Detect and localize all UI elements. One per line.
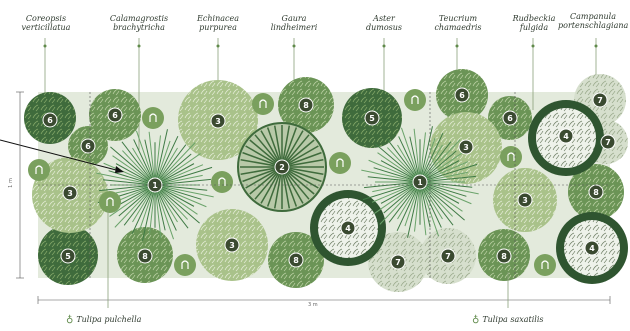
plant-number-badge: 1 <box>412 174 428 190</box>
plant-number-badge: 7 <box>592 92 608 108</box>
plant-number-badge: 7 <box>390 254 406 270</box>
plant-number-badge: 8 <box>288 252 304 268</box>
plant-number-badge: 3 <box>62 185 78 201</box>
plant-number-badge: 4 <box>340 220 356 236</box>
svg-text:6: 6 <box>85 142 91 151</box>
label-leader-dots <box>43 44 598 48</box>
tulip-icon: ♁ <box>472 314 480 325</box>
tulip-marker <box>174 254 196 276</box>
plant-number-badge: 3 <box>458 139 474 155</box>
tulip-marker <box>252 93 274 115</box>
svg-text:7: 7 <box>597 96 603 105</box>
plant-number-badge: 8 <box>298 97 314 113</box>
svg-text:3: 3 <box>67 189 73 198</box>
bulb-label-tulipa-pulchella: ♁ Tulipa pulchella <box>66 314 142 325</box>
svg-text:8: 8 <box>501 252 507 261</box>
svg-text:7: 7 <box>605 138 611 147</box>
plant-number-badge: 6 <box>80 138 96 154</box>
plant-number-badge: 8 <box>137 248 153 264</box>
svg-text:6: 6 <box>459 91 465 100</box>
tulip-marker <box>28 159 50 181</box>
plant-number-badge: 3 <box>224 237 240 253</box>
plant-number-badge: 3 <box>517 192 533 208</box>
tulip-marker <box>500 146 522 168</box>
svg-text:6: 6 <box>47 116 53 125</box>
grid-guide-lines <box>38 92 610 278</box>
tulip-icon: ♁ <box>66 314 74 325</box>
plant-label-echinacea: Echinacea purpurea <box>197 14 239 32</box>
svg-text:4: 4 <box>589 244 595 253</box>
svg-text:3: 3 <box>229 241 235 250</box>
tulip-marker <box>404 89 426 111</box>
svg-text:6: 6 <box>507 114 513 123</box>
plant-label-teucrium: Teucrium chamaedris <box>434 14 482 32</box>
svg-text:8: 8 <box>142 252 148 261</box>
svg-text:3: 3 <box>522 196 528 205</box>
svg-text:4: 4 <box>345 224 351 233</box>
tulip-markers <box>28 89 556 276</box>
plant-number-badges: 6 6 6 3 8 5 6 6 7 7 4 3 3 1 2 1 3 8 5 8 3 8 4 7 7 8 4 <box>42 87 616 270</box>
plant-number-badge: 7 <box>600 134 616 150</box>
plant-label-calamagrostis: Calamagrostis brachytricha <box>109 14 169 32</box>
plant-number-badge: 8 <box>588 184 604 200</box>
plant-number-badge: 4 <box>584 240 600 256</box>
svg-text:7: 7 <box>395 258 401 267</box>
svg-text:8: 8 <box>293 256 299 265</box>
plant-label-aster: Aster dumosus <box>365 14 403 32</box>
svg-text:8: 8 <box>593 188 599 197</box>
svg-text:8: 8 <box>303 101 309 110</box>
tulip-marker <box>142 107 164 129</box>
svg-text:1: 1 <box>152 181 158 190</box>
plant-number-badge: 5 <box>60 248 76 264</box>
svg-text:5: 5 <box>369 114 375 123</box>
plant-number-badge: 2 <box>274 159 290 175</box>
plant-label-gaura: Gaura lindheimeri <box>270 14 318 32</box>
svg-text:3: 3 <box>215 117 221 126</box>
tulip-marker <box>534 254 556 276</box>
plant-clump-calamagrostis <box>96 126 479 241</box>
bulb-label-tulipa-saxatilis: ♁ Tulipa saxatilis <box>472 314 544 325</box>
plant-number-badge: 7 <box>440 248 456 264</box>
plant-label-coreopsis: Coreopsis verticillatua <box>21 14 71 32</box>
svg-text:5: 5 <box>65 252 71 261</box>
plant-number-badge: 3 <box>210 113 226 129</box>
svg-text:6: 6 <box>112 111 118 120</box>
svg-text:2: 2 <box>279 163 285 172</box>
tulip-marker <box>329 152 351 174</box>
plant-number-badge: 4 <box>558 128 574 144</box>
height-dimension-label: 1 m <box>7 178 14 188</box>
width-dimension-line <box>37 296 611 304</box>
plant-label-rudbeckia: Rudbeckia fulgida <box>512 14 556 32</box>
bulb-leader-lines <box>107 210 509 308</box>
plant-label-campanula: Campanula portenschlagiana <box>558 12 629 30</box>
svg-text:3: 3 <box>463 143 469 152</box>
plant-number-badge: 8 <box>496 248 512 264</box>
svg-text:1: 1 <box>417 178 423 187</box>
width-dimension-label: 3 m <box>308 302 318 308</box>
tulip-marker <box>211 171 233 193</box>
tulip-marker <box>99 191 121 213</box>
plant-number-badge: 6 <box>502 110 518 126</box>
svg-text:4: 4 <box>563 132 569 141</box>
plant-number-badge: 6 <box>454 87 470 103</box>
svg-text:7: 7 <box>445 252 451 261</box>
height-dimension-line <box>16 91 24 279</box>
plant-number-badge: 6 <box>42 112 58 128</box>
plant-number-badge: 6 <box>107 107 123 123</box>
plant-number-badge: 5 <box>364 110 380 126</box>
